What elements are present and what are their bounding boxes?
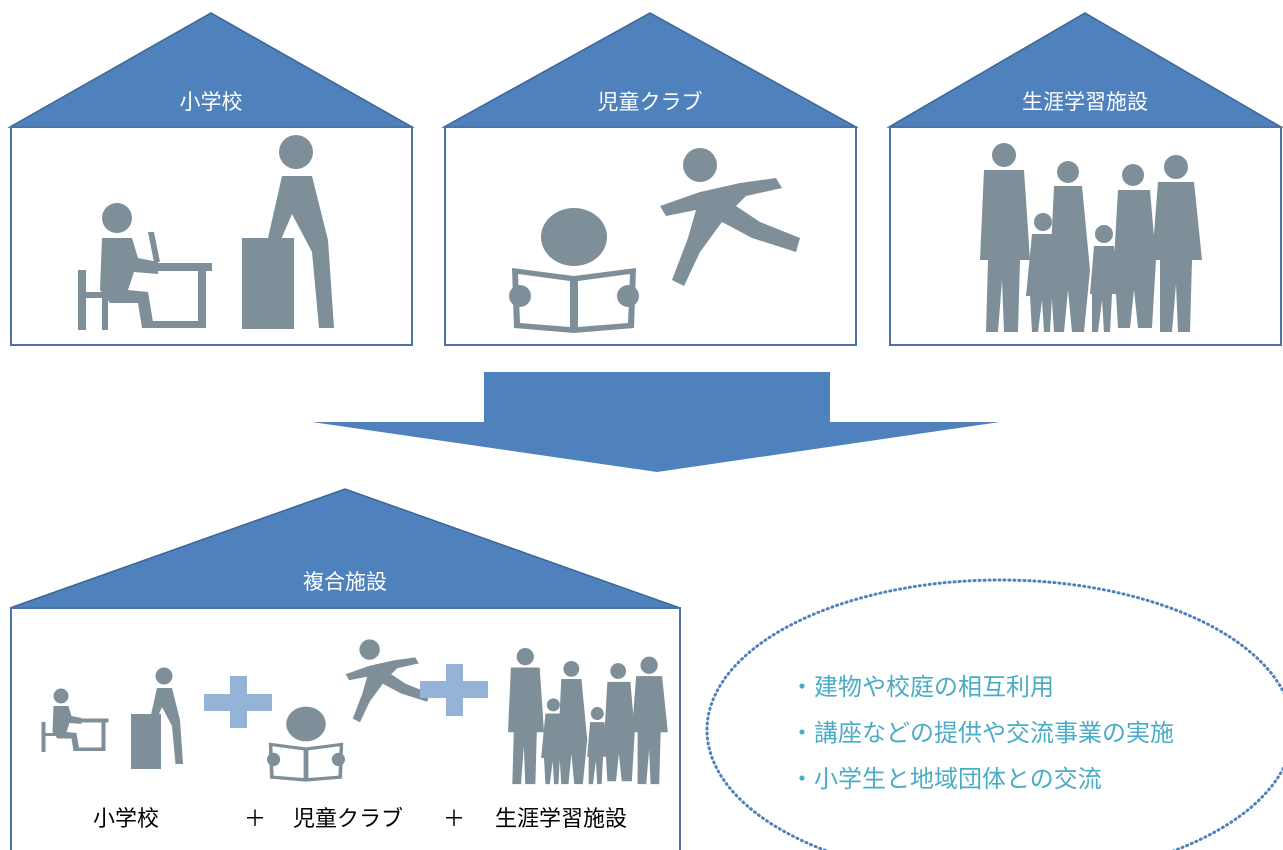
family-silhouette-icon <box>980 143 1202 332</box>
down-arrow <box>312 372 1000 472</box>
house-label: 複合施設 <box>303 570 387 594</box>
caption-lifelong-learning: 生涯学習施設 <box>495 807 627 832</box>
benefit-item: ・建物や校庭の相互利用 <box>790 673 1054 701</box>
benefits-ellipse <box>705 578 1283 850</box>
benefits-callout: ・建物や校庭の相互利用 ・講座などの提供や交流事業の実施 ・小学生と地域団体との… <box>705 578 1283 850</box>
house-elementary-school: 小学校 <box>7 12 415 346</box>
desk-student-teacher-icon <box>78 135 334 330</box>
plus-icon <box>204 676 272 728</box>
plus-icon <box>420 664 488 716</box>
house-label: 生涯学習施設 <box>1022 90 1148 114</box>
caption-plus: ＋ <box>443 807 465 832</box>
caption-plus: ＋ <box>244 807 266 832</box>
house-childrens-club: 児童クラブ <box>441 12 859 346</box>
house-label: 児童クラブ <box>598 90 703 114</box>
house-combined-facility: 複合施設 <box>9 488 681 850</box>
house-lifelong-learning: 生涯学習施設 <box>886 12 1283 346</box>
benefit-item: ・小学生と地域団体との交流 <box>790 765 1102 793</box>
house-wall <box>10 126 413 346</box>
desk-student-teacher-icon <box>41 667 183 769</box>
benefit-item: ・講座などの提供や交流事業の実施 <box>790 719 1174 747</box>
reading-running-child-icon <box>509 148 800 333</box>
caption-childrens-club: 児童クラブ <box>293 807 403 832</box>
caption-elementary-school: 小学校 <box>93 807 159 832</box>
reading-running-child-icon <box>267 639 430 782</box>
family-silhouette-icon <box>508 648 668 785</box>
house-label: 小学校 <box>180 90 243 114</box>
